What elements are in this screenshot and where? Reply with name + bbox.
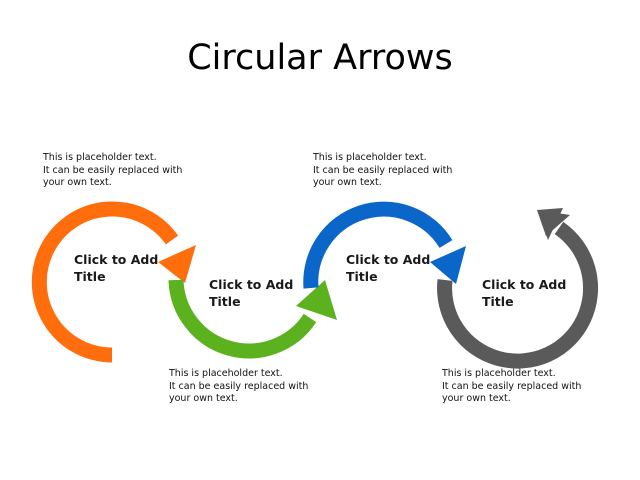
green-arrow[interactable] [168,279,337,359]
step-4-title-line-2: Title [482,294,514,309]
step-3-text-line-1: This is placeholder text. [313,152,427,163]
step-4-text-line-2: It can be easily replaced with [442,380,582,392]
slide-title[interactable]: Circular Arrows [187,38,453,78]
step-1-text-line-2: It can be easily replaced with [43,164,183,176]
step-1-description[interactable]: This is placeholder text. It can be easi… [43,152,182,190]
step-2-title-line-1: Click to Add [209,277,294,292]
step-3-title[interactable]: Click to Add Title [346,251,430,285]
step-4-description[interactable]: This is placeholder text. It can be easi… [442,368,581,406]
step-2-title[interactable]: Click to Add Title [209,276,293,310]
orange-arrow[interactable] [31,201,196,363]
step-2-title-line-2: Title [209,294,241,309]
step-4-title[interactable]: Click to Add Title [482,276,566,310]
step-1-title-line-1: Click to Add [74,252,159,267]
step-4-title-line-1: Click to Add [482,277,567,292]
step-2-text-line-2: It can be easily replaced with [169,380,309,392]
gray-arrow[interactable] [437,208,599,369]
step-3-title-line-2: Title [346,269,378,284]
step-3-description[interactable]: This is placeholder text. It can be easi… [313,152,452,190]
step-3-text-line-2: It can be easily replaced with [313,164,453,176]
step-4-text-line-3: your own text. [442,393,511,404]
step-2-description[interactable]: This is placeholder text. It can be easi… [169,368,308,406]
step-1-text-line-3: your own text. [43,177,112,188]
blue-arrow[interactable] [303,201,466,289]
step-3-title-line-1: Click to Add [346,252,431,267]
step-1-text-line-1: This is placeholder text. [43,152,157,163]
step-1-title[interactable]: Click to Add Title [74,251,158,285]
step-2-text-line-1: This is placeholder text. [169,368,283,379]
step-3-text-line-3: your own text. [313,177,382,188]
step-2-text-line-3: your own text. [169,393,238,404]
step-4-text-line-1: This is placeholder text. [442,368,556,379]
step-1-title-line-2: Title [74,269,106,284]
